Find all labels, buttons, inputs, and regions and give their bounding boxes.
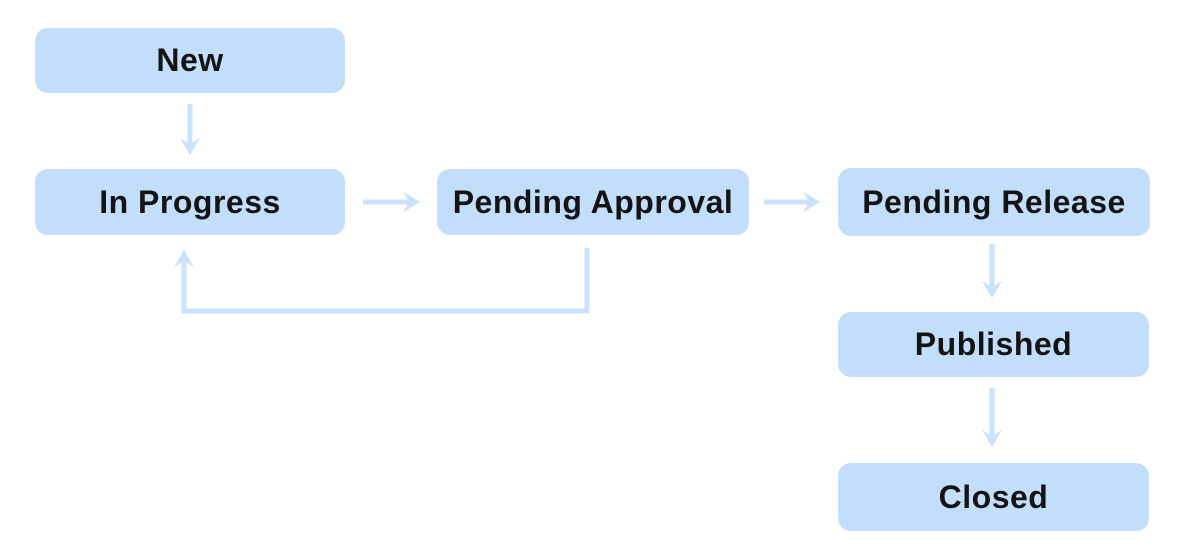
arrowhead-right-icon (403, 191, 420, 213)
edge-pending-approval-to-pending-release (764, 191, 820, 213)
edge-in-progress-to-pending-approval (363, 191, 420, 213)
edge-pending-approval-loop-back-to-in-progress (174, 248, 590, 314)
arrow-elbow-line (181, 248, 590, 314)
node-new-label: New (156, 42, 224, 78)
arrow-shaft (187, 104, 193, 144)
arrowhead-up-icon (174, 250, 194, 267)
arrowhead-down-icon (982, 430, 1002, 447)
arrow-shaft (989, 388, 995, 436)
edge-new-to-in-progress (180, 104, 200, 155)
arrow-shaft (363, 199, 409, 205)
arrowhead-right-icon (803, 191, 820, 213)
node-pending-approval: Pending Approval (437, 169, 749, 235)
node-published-label: Published (914, 326, 1073, 362)
node-pending-release: Pending Release (838, 168, 1150, 236)
edge-published-to-closed (982, 388, 1002, 447)
arrowhead-down-icon (180, 138, 200, 155)
node-closed-label: Closed (938, 478, 1049, 515)
node-pending-approval-label: Pending Approval (452, 183, 734, 220)
node-closed: Closed (838, 463, 1149, 531)
edge-pending-release-to-published (982, 244, 1002, 298)
node-in-progress-label: In Progress (99, 183, 281, 220)
arrow-shaft (989, 244, 995, 287)
node-new: New (35, 28, 345, 93)
node-published: Published (838, 312, 1149, 377)
arrowhead-down-icon (982, 281, 1002, 298)
node-pending-release-label: Pending Release (862, 183, 1126, 220)
arrow-shaft (764, 199, 809, 205)
node-in-progress: In Progress (35, 169, 345, 235)
